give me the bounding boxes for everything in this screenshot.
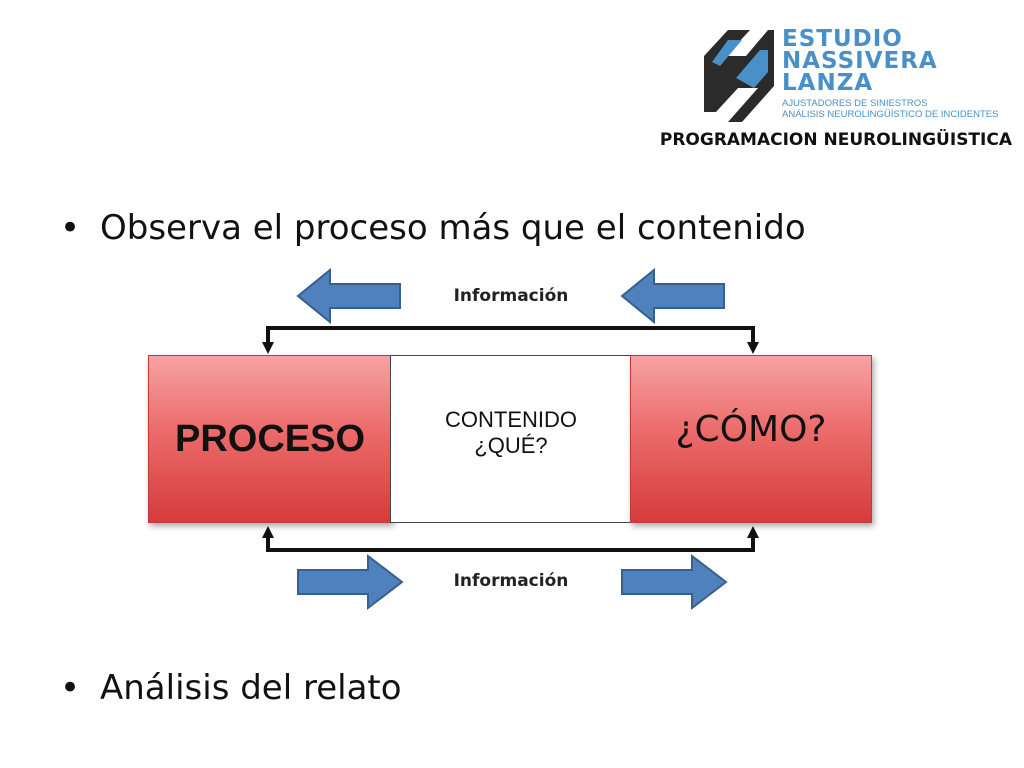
bottom-connector: [266, 536, 755, 552]
logo-shield-icon: [704, 30, 774, 122]
top-connector: [266, 326, 755, 344]
bullet-dot-icon: •: [60, 208, 81, 248]
content-box-text: CONTENIDO ¿QUÉ?: [445, 407, 577, 459]
logo-line-2: NASSIVERA: [782, 48, 938, 74]
bullet-dot-icon: •: [60, 668, 81, 708]
bullet-text-2: Análisis del relato: [100, 668, 402, 708]
how-box: ¿CÓMO?: [630, 355, 872, 523]
content-box: CONTENIDO ¿QUÉ?: [390, 355, 632, 523]
bullet-text-1: Observa el proceso más que el contenido: [100, 208, 806, 248]
bottom-left-arrowhead-icon: [262, 526, 274, 538]
content-box-line-1: CONTENIDO: [445, 407, 577, 432]
bullet-item-1: • Observa el proceso más que el contenid…: [60, 208, 806, 248]
info-label-top: Información: [453, 286, 569, 306]
logo-subtitle-2: ANÁLISIS NEUROLINGÜÍSTICO DE INCIDENTES: [782, 109, 999, 120]
top-left-block-arrow-icon: [296, 267, 401, 325]
logo-text: ESTUDIO NASSIVERA LANZA AJUSTADORES DE S…: [782, 26, 999, 121]
logo-subtitle-1: AJUSTADORES DE SINIESTROS: [782, 98, 928, 109]
top-right-block-arrow-icon: [620, 267, 725, 325]
bullet-item-2: • Análisis del relato: [60, 668, 402, 708]
bottom-left-block-arrow-icon: [297, 553, 404, 611]
bottom-right-arrowhead-icon: [747, 526, 759, 538]
content-box-line-2: ¿QUÉ?: [474, 433, 548, 458]
logo-line-1: ESTUDIO: [782, 26, 903, 52]
info-label-bottom: Información: [453, 571, 569, 591]
how-box-label: ¿CÓMO?: [675, 408, 827, 450]
process-box: PROCESO: [148, 355, 392, 523]
company-logo: ESTUDIO NASSIVERA LANZA AJUSTADORES DE S…: [698, 22, 1018, 122]
program-title: PROGRAMACION NEUROLINGÜISTICA: [659, 130, 1012, 150]
top-left-arrowhead-icon: [262, 342, 274, 354]
logo-line-3: LANZA: [782, 70, 874, 96]
process-box-label: PROCESO: [174, 417, 366, 460]
bottom-right-block-arrow-icon: [621, 553, 728, 611]
top-right-arrowhead-icon: [747, 342, 759, 354]
